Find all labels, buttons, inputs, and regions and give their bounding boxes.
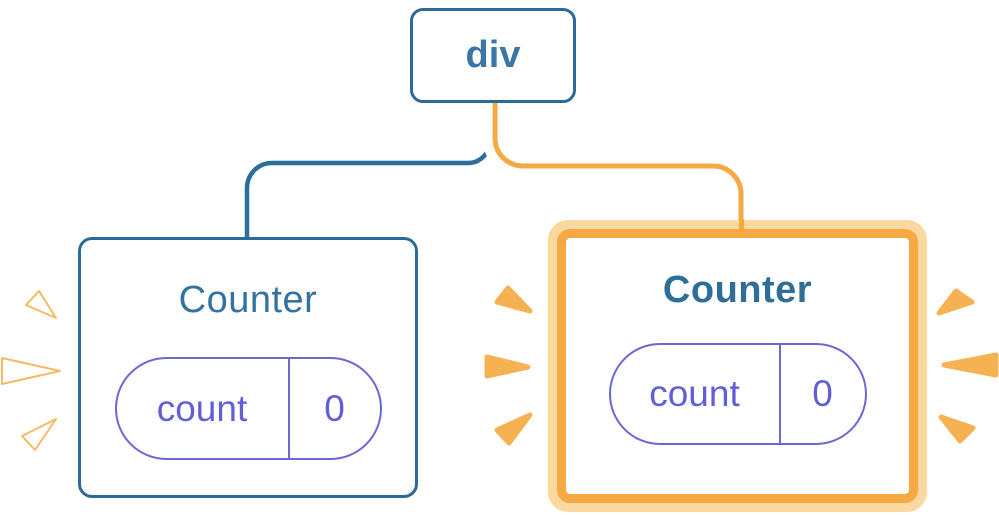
spark-icon <box>494 412 533 446</box>
wire-to-right-counter-casing <box>482 95 754 230</box>
spark-burst-orange-right-icon <box>936 288 999 444</box>
spark-icon <box>941 352 999 378</box>
state-pill: count 0 <box>114 357 382 460</box>
state-pill: count 0 <box>608 343 867 445</box>
spark-icon <box>938 414 976 444</box>
wire-to-left-counter <box>244 95 493 240</box>
counter-card-right-highlight: Counter count 0 <box>548 220 927 512</box>
counter-card-left: Counter count 0 <box>78 237 418 498</box>
root-node-label: div <box>465 34 521 76</box>
spark-icon <box>494 285 533 314</box>
spark-burst-orange-left-icon <box>484 285 533 446</box>
state-key: count <box>117 359 290 458</box>
wire-to-right-counter <box>492 95 744 230</box>
counter-title: Counter <box>662 269 813 311</box>
spark-icon <box>1 357 61 385</box>
root-node-div: div <box>410 8 576 103</box>
counter-card-right: Counter count 0 <box>557 229 918 503</box>
state-key: count <box>611 345 781 443</box>
spark-icon <box>21 418 57 451</box>
spark-icon <box>936 288 975 316</box>
wire-card-entry <box>739 219 744 230</box>
state-value: 0 <box>324 387 345 429</box>
counter-title: Counter <box>178 279 318 321</box>
spark-burst-white-icon <box>1 290 61 451</box>
state-value: 0 <box>812 373 833 414</box>
spark-icon <box>25 290 57 319</box>
spark-icon <box>484 354 531 379</box>
